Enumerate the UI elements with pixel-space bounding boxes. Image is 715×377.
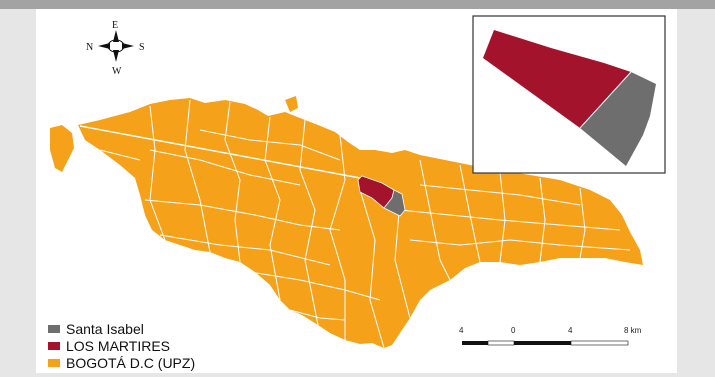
inset-los-martires <box>483 30 631 128</box>
compass-s-label: S <box>139 42 145 53</box>
legend-item-bogota-upz: BOGOTÁ D.C (UPZ) <box>48 354 195 371</box>
legend: Santa Isabel LOS MARTIRES BOGOTÁ D.C (UP… <box>48 320 195 371</box>
scale-tick-2: 4 <box>568 326 573 335</box>
legend-item-los-martires: LOS MARTIRES <box>48 337 195 354</box>
upz-boundaries <box>79 99 631 349</box>
santa-isabel-area <box>383 189 406 217</box>
scale-tick-0: 4 <box>459 326 464 335</box>
top-bar <box>0 0 715 9</box>
scale-bar: 4 0 4 8 km <box>459 326 642 346</box>
legend-label: Santa Isabel <box>66 320 144 337</box>
compass-w-label: W <box>112 66 122 77</box>
scale-tick-3: 8 km <box>624 326 642 335</box>
inset-map <box>472 15 666 174</box>
legend-label: BOGOTÁ D.C (UPZ) <box>66 354 196 371</box>
legend-label: LOS MARTIRES <box>66 337 170 354</box>
legend-swatch <box>48 358 60 367</box>
compass-n-label: N <box>86 42 93 53</box>
legend-swatch <box>48 341 60 350</box>
scale-tick-1: 0 <box>511 326 516 335</box>
legend-swatch <box>48 324 60 333</box>
compass-e-label: E <box>112 20 118 31</box>
compass-rose: E W N S <box>86 20 145 77</box>
inset-santa-isabel <box>580 72 656 166</box>
legend-item-santa-isabel: Santa Isabel <box>48 320 195 337</box>
bogota-upz-area <box>50 96 643 348</box>
